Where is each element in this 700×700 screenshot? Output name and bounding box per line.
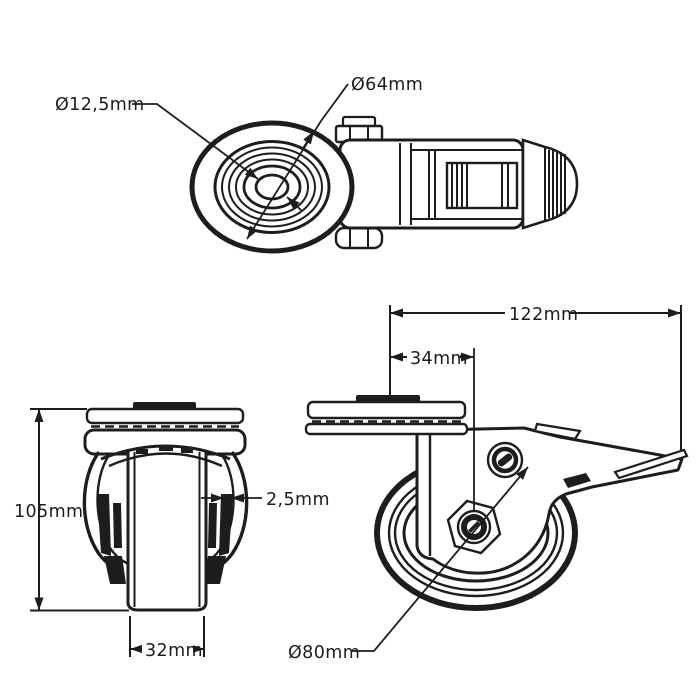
label-width-32: 32mm [145,641,203,661]
callout-bolt-hole-diameter: Ø12,5mm [55,95,303,212]
dimension-height-105: 105mm [14,408,129,612]
label-offset-34: 34mm [410,349,468,369]
front-view-swivel-dome [100,444,231,468]
top-view: Ø12,5mm Ø64mm [55,75,579,254]
callout-top-wheel-diameter: Ø64mm [246,75,423,240]
callout-wheel-diameter: Ø80mm [288,466,529,663]
axle-hex-nut [446,499,502,555]
front-view-brake-parts [97,494,233,584]
side-view: 122mm 34mm Ø80mm [288,303,689,663]
top-view-wheel [189,120,355,254]
top-view-bracket-body [334,115,579,250]
dimension-gap-2-5: 2,5mm [201,490,330,510]
label-dia-80: Ø80mm [288,643,360,663]
top-view-brake-pedal [521,138,579,230]
label-dia-64: Ø64mm [351,75,423,95]
front-view: 105mm 2,5mm 32mm [14,402,330,661]
side-view-top-plate [304,395,469,436]
dimension-length-122: 122mm [389,303,682,451]
label-dia-12-5: Ø12,5mm [55,95,145,115]
label-gap-2-5: 2,5mm [266,490,330,510]
label-length-122: 122mm [509,305,579,325]
front-view-wheel [126,448,208,612]
side-view-bracket [415,422,689,575]
dimension-width-32: 32mm [129,616,205,661]
label-height-105: 105mm [14,502,84,522]
dimension-offset-34: 34mm [390,347,475,510]
slotted-screw [486,441,524,479]
